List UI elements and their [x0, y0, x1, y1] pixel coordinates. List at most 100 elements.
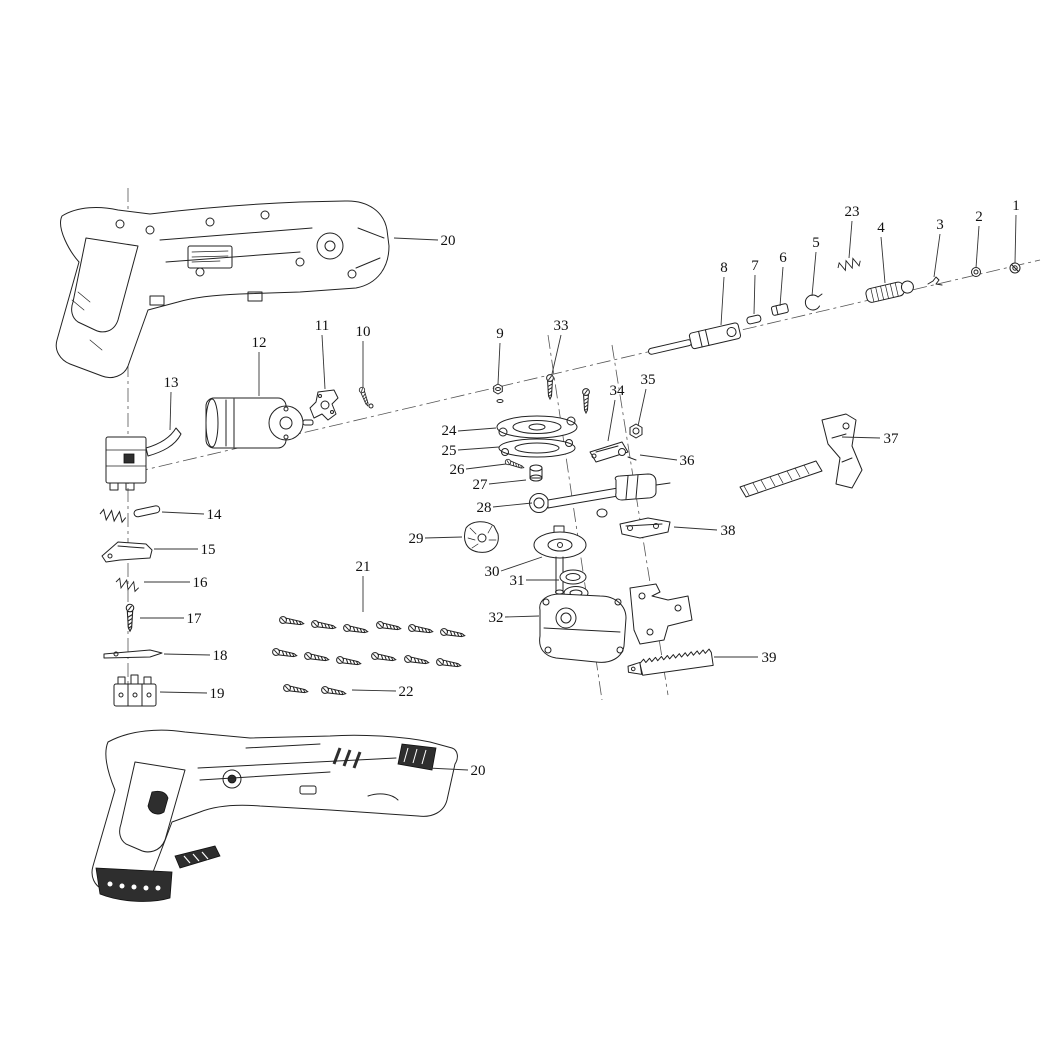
callout-label-29: 29	[409, 531, 424, 547]
callout-label-9: 9	[496, 326, 504, 342]
part-33-screws-drawing	[546, 374, 590, 414]
callout-label-6: 6	[779, 250, 787, 266]
callout-label-1: 1	[1012, 198, 1020, 214]
part-2-cap-drawing	[971, 267, 981, 277]
callout-leader-28	[492, 502, 533, 508]
part-19-terminal-block-drawing	[113, 674, 157, 707]
part-17-screw-drawing	[125, 603, 135, 632]
callout-leader-26	[465, 463, 507, 470]
callout-label-22: 22	[399, 684, 414, 700]
part-10-screw-drawing	[358, 386, 374, 409]
part-26-screw-drawing	[504, 458, 526, 471]
part-22-screws-drawing	[282, 683, 347, 698]
part-30-cam-gear-drawing	[533, 525, 587, 595]
part-37-shoe-assembly-drawing	[739, 413, 863, 498]
part-20-housing-top-drawing	[55, 200, 390, 379]
callout-label-33: 33	[554, 318, 569, 334]
callout-leader-24	[457, 427, 497, 432]
callout-leader-19	[159, 691, 208, 694]
part-14-spring-pin-drawing	[98, 505, 161, 524]
callout-leader-36	[639, 454, 678, 461]
callout-label-17: 17	[187, 611, 203, 627]
callout-leader-6	[779, 266, 784, 307]
callout-label-3: 3	[936, 217, 944, 233]
callout-label-15: 15	[201, 542, 216, 558]
part-12-motor-drawing	[205, 397, 314, 449]
callout-label-23: 23	[845, 204, 860, 220]
callout-leader-27	[488, 479, 527, 485]
part-27-bushing-drawing	[529, 464, 543, 482]
callout-leader-22	[351, 689, 397, 692]
callout-label-8: 8	[720, 260, 728, 276]
part-9-nut-drawing	[493, 383, 504, 403]
part-29-knob-drawing	[464, 521, 499, 553]
callout-label-14: 14	[207, 507, 223, 523]
callout-leader-9	[497, 342, 501, 385]
callout-leader-20b	[427, 767, 469, 771]
callout-leader-30	[500, 556, 543, 572]
part-1-screw-head-drawing	[1009, 262, 1021, 274]
callout-label-16: 16	[193, 575, 209, 591]
callout-label-31: 31	[510, 573, 525, 589]
callout-label-28: 28	[477, 500, 492, 516]
callout-leader-11	[321, 334, 326, 390]
callout-leader-33	[551, 334, 562, 375]
callout-label-4: 4	[877, 220, 885, 236]
callout-leader-20a	[393, 237, 439, 241]
callout-leader-34	[607, 399, 616, 442]
callout-label-21: 21	[356, 559, 371, 575]
part-4-knurled-sleeve-drawing	[865, 280, 914, 303]
part-35-nut-drawing	[629, 423, 643, 439]
callout-leader-37	[841, 436, 881, 439]
callout-label-2: 2	[975, 209, 983, 225]
callout-leader-32	[504, 615, 540, 618]
part-11-gasket-drawing	[309, 389, 339, 421]
callout-label-7: 7	[751, 258, 759, 274]
callout-leader-5	[811, 251, 817, 297]
part-24-bearing-plate-drawing	[496, 415, 578, 439]
part-7-pin-drawing	[746, 314, 762, 325]
callout-leader-3	[933, 233, 941, 278]
callout-leader-2	[975, 225, 980, 269]
part-5-snap-ring-drawing	[804, 293, 823, 311]
callout-label-30: 30	[485, 564, 500, 580]
callout-label-38: 38	[721, 523, 736, 539]
part-32-gearbox-drawing	[539, 583, 693, 663]
callout-label-32: 32	[489, 610, 504, 626]
callout-label-20a: 20	[441, 233, 456, 249]
part-13-switch-drawing	[105, 427, 182, 491]
part-8-blade-holder-drawing	[647, 322, 742, 355]
callout-leader-35	[637, 388, 647, 427]
callout-leader-29	[424, 536, 463, 539]
callout-label-24: 24	[442, 423, 458, 439]
part-25-gasket-plate-drawing	[498, 438, 576, 458]
part-6-sleeve-drawing	[770, 303, 789, 316]
callout-label-10: 10	[356, 324, 371, 340]
callout-label-18: 18	[213, 648, 228, 664]
part-28-crank-rod-drawing	[529, 473, 671, 518]
part-39-saw-blade-drawing	[627, 648, 714, 676]
part-15-lever-drawing	[101, 541, 153, 563]
callout-label-39: 39	[762, 650, 777, 666]
callout-leader-25	[457, 446, 500, 451]
callout-leader-1	[1014, 214, 1017, 264]
callout-leader-23	[848, 220, 853, 259]
callout-label-19: 19	[210, 686, 225, 702]
callout-label-13: 13	[164, 375, 179, 391]
callout-label-27: 27	[473, 477, 489, 493]
callout-leader-38	[673, 526, 718, 531]
callout-label-12: 12	[252, 335, 267, 351]
part-34-bracket-drawing	[589, 441, 629, 463]
part-21-screws-drawing	[271, 615, 466, 670]
part-3-clip-drawing	[927, 276, 943, 286]
callout-label-37: 37	[884, 431, 900, 447]
callout-label-35: 35	[641, 372, 656, 388]
callout-label-36: 36	[680, 453, 696, 469]
part-36-pin-washer-drawing	[618, 448, 637, 461]
callout-label-11: 11	[315, 318, 329, 334]
callout-leader-13	[169, 391, 172, 431]
part-23-spring-drawing	[836, 256, 863, 273]
